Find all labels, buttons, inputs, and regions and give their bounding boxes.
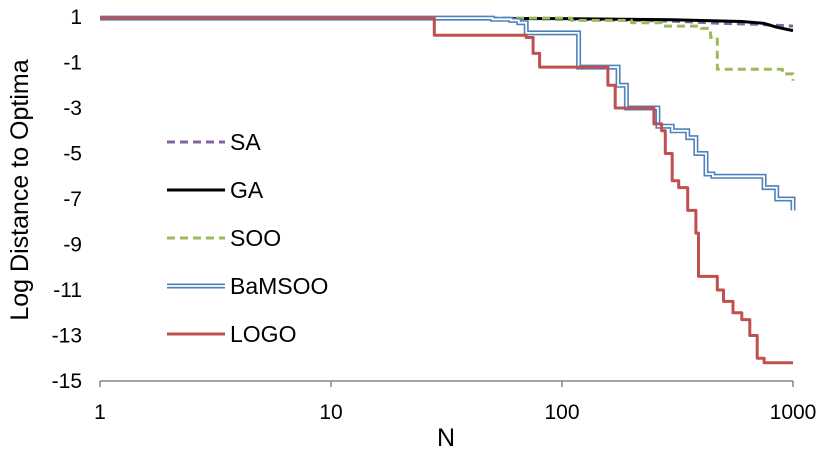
x-tick-label: 10: [319, 401, 342, 424]
x-tick-label: 1: [94, 401, 106, 424]
plot-area: [99, 15, 796, 365]
legend: SA GA SOO BaMSOO LOGO: [167, 129, 328, 347]
x-tick-label: 100: [544, 401, 579, 424]
series-line-bamsoo-inner: [100, 17, 794, 211]
y-axis-title: Log Distance to Optima: [6, 59, 34, 320]
legend-label-logo: LOGO: [230, 321, 296, 347]
axes: 1 10 100 1000 1 -1 -3 -5 -7 -9 -11 -13 -15: [52, 6, 817, 424]
y-tick-label: 1: [70, 6, 82, 29]
y-tick-label: -7: [63, 188, 82, 211]
y-tick-label: -9: [63, 234, 82, 257]
legend-label-sa: SA: [230, 129, 261, 155]
legend-label-bamsoo: BaMSOO: [230, 273, 328, 299]
y-tick-label: -3: [63, 97, 82, 120]
series-line-bamsoo-outer: [100, 15, 796, 211]
y-tick-label: -1: [63, 52, 82, 75]
x-axis-title: N: [437, 424, 455, 452]
legend-label-soo: SOO: [230, 225, 281, 251]
y-tick-label: -13: [52, 325, 82, 348]
y-tick-label: -11: [53, 279, 82, 302]
legend-label-ga: GA: [230, 177, 264, 203]
y-tick-label: -15: [52, 370, 82, 393]
y-tick-label: -5: [63, 143, 82, 166]
series-line-logo: [100, 16, 793, 365]
series-line-soo: [100, 16, 795, 81]
x-tick-label: 1000: [770, 401, 817, 424]
